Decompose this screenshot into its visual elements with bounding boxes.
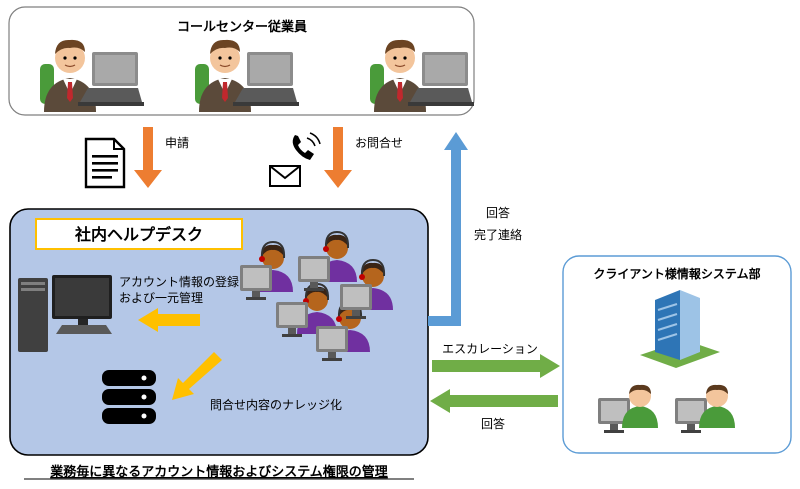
computer-icon <box>18 275 112 352</box>
reply-label: 回答 <box>486 205 510 220</box>
account-text-line2: および一元管理 <box>119 290 203 305</box>
database-icon <box>102 370 156 424</box>
completion-label: 完了連絡 <box>474 227 522 242</box>
building-icon <box>640 290 720 368</box>
escalation-label: エスカレーション <box>442 342 538 356</box>
knowledge-text: 問合せ内容のナレッジ化 <box>210 397 342 412</box>
reply-back-label: 回答 <box>481 416 505 431</box>
mail-icon <box>269 165 301 187</box>
escalation-arrow <box>432 354 560 378</box>
knowledge-arrow <box>172 352 222 400</box>
helpdesk-title: 社内ヘルプデスク <box>74 225 203 244</box>
account-text-line1: アカウント情報の登録 <box>119 274 239 289</box>
helpdesk-title-box <box>35 218 243 250</box>
phone-icon <box>292 132 321 160</box>
application-label: 申請 <box>165 136 189 150</box>
account-arrow <box>138 308 200 332</box>
inquiry-arrow <box>324 127 352 188</box>
client-title: クライアント様情報システム部 <box>593 266 760 281</box>
inquiry-label: お問合せ <box>355 135 403 150</box>
call-center-title: コールセンター従業員 <box>177 19 307 35</box>
reply-arrow <box>428 132 468 326</box>
reply-back-arrow <box>430 389 558 413</box>
document-icon <box>84 137 126 189</box>
application-arrow <box>134 127 162 188</box>
caption: 業務毎に異なるアカウント情報およびシステム権限の管理 <box>49 464 388 480</box>
